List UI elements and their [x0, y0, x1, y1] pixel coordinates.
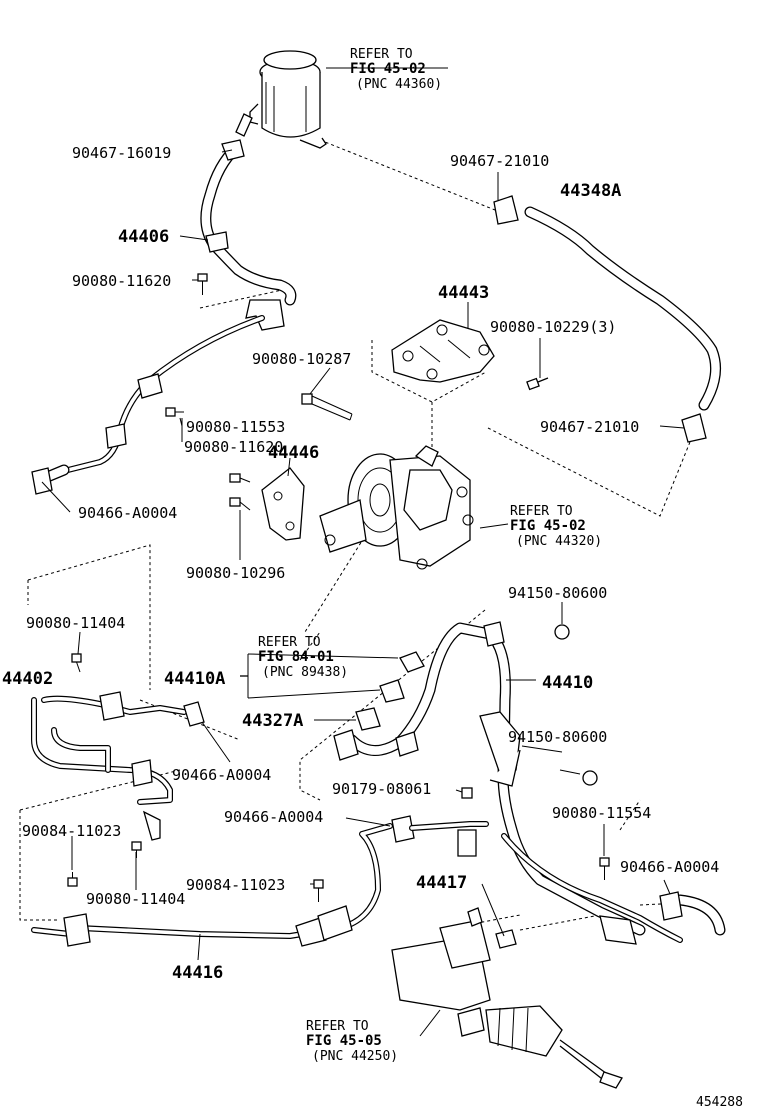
part-label: 90080-11404 — [86, 890, 185, 908]
part-label: 90080-11620 — [184, 438, 283, 456]
ref-line: REFER TO — [510, 504, 573, 519]
hose-clamp-icon — [391, 815, 415, 843]
pipe-44416 — [31, 815, 489, 947]
nut-icon — [582, 770, 598, 786]
leader-lines — [41, 67, 685, 1037]
part-label: 90466-A0004 — [172, 766, 271, 784]
ref-note-45-02-top: REFER TO FIG 45-02 (PNC 44360) — [350, 47, 442, 92]
part-label: 44416 — [172, 963, 223, 983]
nut-icon — [554, 624, 570, 640]
pressure-switch-44410A — [333, 651, 425, 761]
part-label: 90080-10229(3) — [490, 318, 616, 336]
bolt-icon — [313, 879, 324, 889]
part-label: 44443 — [438, 283, 489, 303]
part-label: 44327A — [242, 711, 303, 731]
part-label: 90466-A0004 — [78, 504, 177, 522]
part-label: 90084-11023 — [22, 822, 121, 840]
hose-clamp-icon — [681, 413, 707, 443]
ref-line: FIG 84-01 — [258, 649, 334, 665]
part-label: 90467-16019 — [72, 144, 171, 162]
plate-44446 — [261, 467, 305, 541]
pipe-44402 — [31, 691, 205, 841]
hose-clamp-icon — [493, 195, 519, 225]
hose-clamp-icon — [221, 139, 245, 161]
ref-line: REFER TO — [306, 1019, 369, 1034]
ref-line: FIG 45-02 — [350, 61, 426, 77]
power-steering-pump — [319, 445, 474, 570]
part-label: 90080-10296 — [186, 564, 285, 582]
bracket-icon — [245, 299, 285, 331]
dashed-guides — [19, 139, 701, 931]
ref-line: REFER TO — [350, 47, 413, 62]
diagram-id: 454288 — [696, 1095, 743, 1110]
part-label: 90467-21010 — [540, 418, 639, 436]
bracket-44443 — [391, 319, 495, 383]
hose-44410 — [346, 621, 646, 936]
hose-44348A — [493, 195, 722, 443]
part-label: 44446 — [268, 443, 319, 463]
reservoir-tank — [235, 50, 327, 149]
bolt-icon — [165, 407, 176, 417]
part-label: 90467-21010 — [450, 152, 549, 170]
nut-icon — [461, 787, 473, 799]
ref-line: FIG 45-05 — [306, 1033, 382, 1049]
part-label: 90080-10287 — [252, 350, 351, 368]
part-label: 90466-A0004 — [620, 858, 719, 876]
bolt-icon — [197, 273, 208, 282]
ref-line: (PNC 89438) — [262, 665, 348, 680]
part-label: 90466-A0004 — [224, 808, 323, 826]
ref-note-84-01: REFER TO FIG 84-01 (PNC 89438) — [258, 635, 348, 680]
ref-note-45-02-pump: REFER TO FIG 45-02 (PNC 44320) — [510, 504, 602, 549]
bolt-icon — [301, 393, 313, 405]
pipe-44417 — [495, 833, 726, 949]
part-label: 90080-11404 — [26, 614, 125, 632]
bolts — [67, 273, 610, 902]
ref-line: FIG 45-02 — [510, 518, 586, 534]
part-label: 90179-08061 — [332, 780, 431, 798]
part-labels: 90467-16019 90467-21010 44348A 44406 900… — [2, 144, 743, 1110]
part-label: 90080-11553 — [186, 418, 285, 436]
part-label: 94150-80600 — [508, 728, 607, 746]
steering-gear — [391, 907, 623, 1089]
bolt-icon — [526, 377, 540, 391]
ref-line: REFER TO — [258, 635, 321, 650]
bolt-icon — [599, 857, 610, 867]
bolt-icon — [229, 473, 241, 483]
part-label: 44406 — [118, 227, 169, 247]
part-label: 90080-11620 — [72, 272, 171, 290]
part-label: 94150-80600 — [508, 584, 607, 602]
ref-note-45-05: REFER TO FIG 45-05 (PNC 44250) — [306, 1019, 398, 1064]
hose-clamp-icon — [659, 891, 683, 921]
part-label: 44410 — [542, 673, 593, 693]
bolt-icon — [229, 497, 241, 507]
ref-line: (PNC 44320) — [516, 534, 602, 549]
part-label: 90084-11023 — [186, 876, 285, 894]
part-label: 44348A — [560, 181, 621, 201]
hose-clamp-icon — [183, 701, 205, 727]
part-label: 90080-11554 — [552, 804, 651, 822]
hose-44406 — [31, 139, 297, 495]
bolt-icon — [71, 653, 82, 663]
ref-line: (PNC 44360) — [356, 77, 442, 92]
hose-clamp-icon — [205, 231, 229, 253]
bolt-icon — [131, 841, 142, 851]
ref-line: (PNC 44250) — [312, 1049, 398, 1064]
part-label: 44402 — [2, 669, 53, 689]
bolt-icon — [67, 877, 78, 887]
part-label: 44417 — [416, 873, 467, 893]
part-label: 44410A — [164, 669, 225, 689]
